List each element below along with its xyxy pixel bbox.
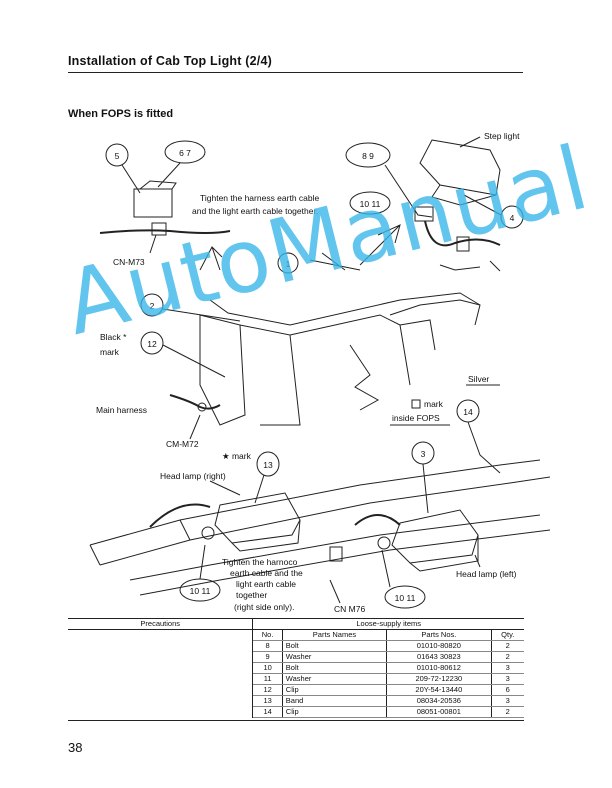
row-qty: 6 [490,684,524,696]
row-no: 9 [252,651,283,663]
row-partno: 20Y-54-13440 [386,684,492,696]
col-parts-nos: Parts Nos. [386,629,492,641]
precautions-header: Precautions [68,618,254,630]
label-tighten-2c: light earth cable [236,579,296,589]
table-row: 9 Washer 01643 30823 2 [68,651,524,663]
callout-5: 5 [115,151,120,161]
col-qty: Qty. [490,629,524,641]
label-tighten-2a: Tighten the harnoco [222,557,298,567]
label-head-lamp-left: Head lamp (left) [456,569,517,579]
label-cn-m76: CN M76 [334,604,365,614]
row-no: 8 [252,640,283,652]
callout-2: 2 [150,301,155,311]
label-cn-m73: CN-M73 [113,257,145,267]
callout-12: 12 [147,339,157,349]
callout-4: 4 [510,213,515,223]
callout-10-11-top: 10 11 [360,199,381,209]
callout-6-7: 6 7 [179,148,191,158]
label-tighten-2b: earth cable and the [230,568,303,578]
row-partno: 209-72-12230 [386,673,492,685]
section-subtitle: When FOPS is fitted [68,108,174,120]
row-name: Bolt [281,662,387,674]
row-no: 10 [252,662,283,674]
label-tighten-2e: (right side only). [234,602,294,612]
label-mark-inside-1: mark [424,399,444,409]
page-number: 38 [68,740,83,755]
row-qty: 3 [490,662,524,674]
connector-detail-left: 5 6 7 CN-M73 [99,140,231,267]
col-no: No. [252,629,283,641]
label-tighten-2d: together [236,590,267,600]
table-row: 8 Bolt 01010-80820 2 [68,640,524,652]
row-no: 13 [252,695,283,707]
title-rule [68,72,523,73]
row-name: Washer [281,673,387,685]
callout-10-11-right: 10 11 [395,593,416,603]
row-qty: 2 [490,651,524,663]
label-mark-inside-2: inside FOPS [392,413,440,423]
callout-10-11-left: 10 11 [190,586,211,596]
table-row: 10 Bolt 01010-80612 3 [68,662,524,674]
callout-1: 1 [286,259,291,269]
row-name: Clip [281,706,387,718]
callout-8-9: 8 9 [362,151,374,161]
label-head-lamp-right: Head lamp (right) [160,471,226,481]
label-silver: Silver [468,374,489,384]
row-partno: 08051-00801 [386,706,492,718]
row-qty: 2 [490,706,524,718]
row-name: Clip [281,684,387,696]
label-main-harness: Main harness [96,405,147,415]
row-name: Washer [281,651,387,663]
step-light-detail: Step light 8 9 4 [345,131,524,272]
row-name: Band [281,695,387,707]
fops-frame-detail: 2 Black * mark 12 Main harness CM-M72 [96,292,481,449]
row-partno: 08034-20536 [386,695,492,707]
callout-14: 14 [463,407,473,417]
row-no: 12 [252,684,283,696]
label-black-mark-1: Black * [100,332,127,342]
label-step-light: Step light [484,131,520,141]
precautions-cell [68,629,254,718]
row-name: Bolt [281,640,387,652]
row-qty: 3 [490,673,524,685]
page-title: Installation of Cab Top Light (2/4) [68,54,272,68]
table-row: 13 Band 08034-20536 3 [68,695,524,707]
table-row: 11 Washer 209-72-12230 3 [68,673,524,685]
label-tighten-1b: and the light earth cable together. [192,206,318,216]
parts-table: Precautions Loose-supply items No. Parts… [68,618,524,721]
label-tighten-1a: Tighten the harness earth cable [200,193,320,203]
head-lamp-detail: ★ mark Head lamp (right) 13 3 Head lamp … [89,441,550,614]
label-star-mark: ★ mark [222,451,252,461]
table-row: 12 Clip 20Y-54-13440 6 [68,684,524,696]
row-no: 11 [252,673,283,685]
row-partno: 01643 30823 [386,651,492,663]
label-black-mark-2: mark [100,347,120,357]
row-partno: 01010-80612 [386,662,492,674]
callout-13: 13 [263,460,273,470]
row-no: 14 [252,706,283,718]
label-cn-m72: CM-M72 [166,439,199,449]
row-qty: 2 [490,640,524,652]
table-row: 14 Clip 08051-00801 2 [68,706,524,718]
row-partno: 01010-80820 [386,640,492,652]
row-qty: 3 [490,695,524,707]
callout-3: 3 [421,449,426,459]
col-parts-names: Parts Names [281,629,387,641]
table-bottom-rule [68,717,524,721]
installation-diagram: 5 6 7 CN-M73 Tighten the harness earth c… [89,131,550,614]
loose-supply-header: Loose-supply items [252,618,524,630]
